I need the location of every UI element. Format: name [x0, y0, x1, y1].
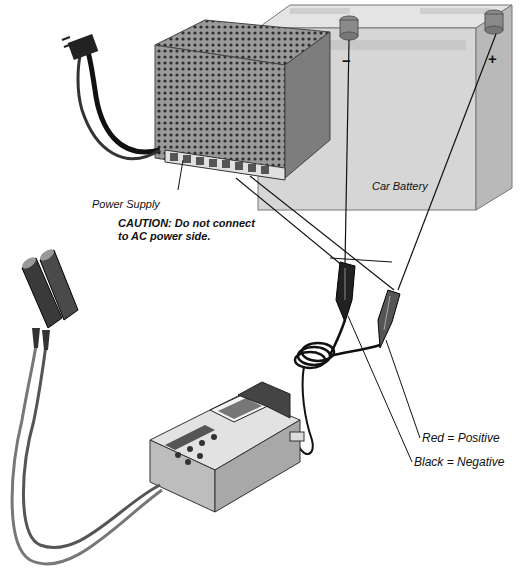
caution-note: CAUTION: Do not connect to AC power side…: [118, 217, 266, 243]
charger-device: [150, 382, 304, 512]
wire-color-note: Black = Negative: [414, 455, 504, 469]
terminal-sign: +: [488, 50, 497, 68]
alligator-clips: [330, 262, 400, 356]
car-battery: Car Battery: [258, 5, 515, 210]
node-label: Power Supply: [92, 198, 160, 210]
clip-wires: [236, 34, 496, 290]
power-supply: Power Supply: [155, 18, 333, 180]
battery-pack: [12, 247, 162, 564]
node-label: Car Battery: [372, 180, 428, 192]
wire-color-note: Red = Positive: [422, 431, 500, 445]
power-supply-drawing: [62, 20, 330, 190]
leader-lines: [348, 316, 420, 462]
terminal-sign: −: [342, 52, 351, 70]
